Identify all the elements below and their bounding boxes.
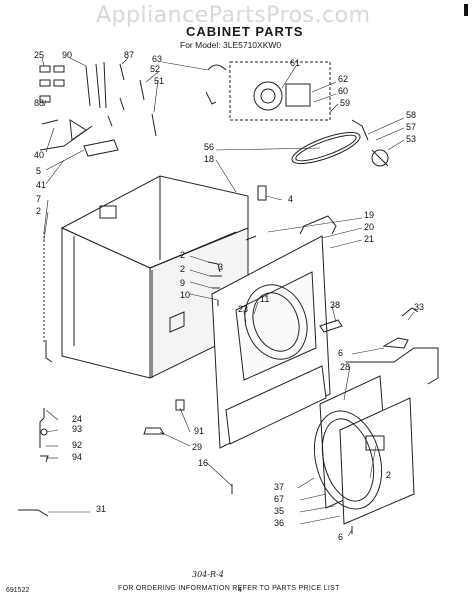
callout-label: 91 <box>194 426 204 436</box>
diagram-title: CABINET PARTS <box>186 24 304 39</box>
callout-label: 19 <box>364 210 374 220</box>
callout-label: 51 <box>154 76 164 86</box>
callout-label: 36 <box>274 518 284 528</box>
callout-label: 29 <box>192 442 202 452</box>
callout-label: 41 <box>36 180 46 190</box>
callout-label: 5 <box>36 166 41 176</box>
callout-label: 37 <box>274 482 284 492</box>
callout-label: 2 <box>180 264 185 274</box>
callout-label: 90 <box>62 50 72 60</box>
callout-label: 52 <box>150 64 160 74</box>
drive-belt <box>291 132 361 164</box>
callout-label: 11 <box>260 294 269 304</box>
callout-label: 67 <box>274 494 284 504</box>
motor-assembly <box>205 61 331 121</box>
door-hinge <box>346 307 439 385</box>
callout-label: 57 <box>406 122 416 132</box>
callout-label: 2 <box>180 250 185 260</box>
callout-label: 16 <box>198 458 208 468</box>
leader-lines <box>41 57 415 537</box>
front-panel <box>211 215 343 449</box>
callout-label: 60 <box>338 86 348 96</box>
model-line: For Model: 3LE5710XKW0 <box>180 40 282 50</box>
callout-label: 28 <box>340 362 350 372</box>
callout-label: 25 <box>34 50 44 60</box>
callout-label: 3 <box>218 262 223 272</box>
callout-label: 40 <box>34 150 44 160</box>
callout-label: 31 <box>96 504 106 514</box>
callout-label: 63 <box>152 54 162 64</box>
callout-label: 20 <box>364 222 374 232</box>
callout-label: 58 <box>406 110 416 120</box>
handwritten-note: 304-R-4 <box>192 570 224 579</box>
page-code: 691522 <box>6 587 30 594</box>
callout-label: 53 <box>406 134 416 144</box>
callout-label: 59 <box>340 98 350 108</box>
edge-mark <box>464 4 468 16</box>
callout-label: 21 <box>364 234 374 244</box>
callout-label: 94 <box>72 452 82 462</box>
callout-label: 18 <box>204 154 214 164</box>
callout-label: 2 <box>36 206 41 216</box>
callout-label: 23 <box>238 304 248 314</box>
small-parts <box>207 235 257 306</box>
callout-label: 93 <box>72 424 82 434</box>
callout-label: 9 <box>180 278 185 288</box>
callout-label: 6 <box>338 348 343 358</box>
page-number: 4 <box>238 587 242 594</box>
idler-parts <box>257 119 389 201</box>
callout-label: 10 <box>180 290 190 300</box>
callout-label: 92 <box>72 440 82 450</box>
ordering-info-footer: FOR ORDERING INFORMATION REFER TO PARTS … <box>118 585 340 592</box>
callout-label: 33 <box>414 302 424 312</box>
callout-label: 2 <box>386 470 391 480</box>
callout-label: 56 <box>204 142 214 152</box>
callout-label: 35 <box>274 506 284 516</box>
watermark: AppliancePartsPros.com <box>96 3 371 28</box>
callout-label: 38 <box>330 300 340 310</box>
callout-label: 4 <box>288 194 293 204</box>
callout-label: 7 <box>36 194 41 204</box>
callout-label: 62 <box>338 74 348 84</box>
callout-label: 61 <box>290 58 300 68</box>
door-assembly <box>313 375 415 525</box>
callout-label: 88 <box>34 98 44 108</box>
callout-label: 87 <box>124 50 134 60</box>
callout-label: 24 <box>72 414 82 424</box>
callout-label: 6 <box>338 532 343 542</box>
terminal-blocks <box>39 61 157 157</box>
